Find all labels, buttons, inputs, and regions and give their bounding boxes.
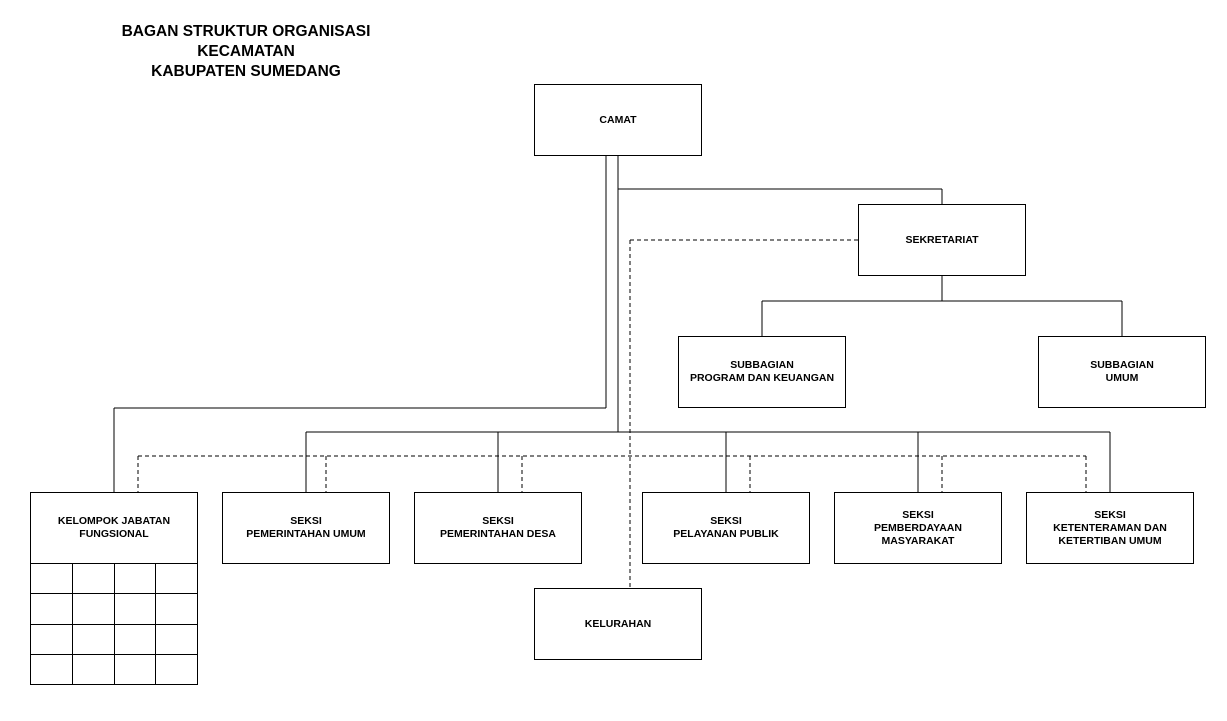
kelurahan-label: KELURAHAN — [584, 617, 652, 630]
chart-title: BAGAN STRUKTUR ORGANISASI KECAMATAN KABU… — [100, 22, 392, 82]
grid-cell — [156, 654, 198, 685]
grid-cell — [156, 564, 198, 595]
solid-command-lines — [113, 156, 1123, 492]
grid-cell — [114, 564, 157, 595]
grid-cell — [72, 624, 115, 655]
grid-cell — [31, 654, 73, 685]
seksi-pemerintahan-umum-box: SEKSI PEMERINTAHAN UMUM — [222, 492, 390, 564]
fungsional-grid — [30, 563, 198, 685]
grid-cell — [156, 624, 198, 655]
title-line-3: KABUPATEN SUMEDANG — [151, 63, 341, 80]
camat-box: CAMAT — [534, 84, 702, 156]
grid-cell — [114, 594, 157, 625]
grid-cell — [114, 624, 157, 655]
seksi-ketenteraman-label: SEKSI KETENTERAMAN DAN KETERTIBAN UMUM — [1053, 508, 1167, 547]
grid-cell — [72, 564, 115, 595]
grid-cell — [31, 624, 73, 655]
dashed-coordination-lines — [137, 239, 1087, 588]
seksi-pemerintahan-umum-label: SEKSI PEMERINTAHAN UMUM — [246, 515, 366, 540]
kelompok-jabatan-label: KELOMPOK JABATAN FUNGSIONAL — [57, 515, 171, 540]
grid-cell — [72, 594, 115, 625]
kelurahan-box: KELURAHAN — [534, 588, 702, 660]
sekretariat-box: SEKRETARIAT — [858, 204, 1026, 276]
subbagian-umum-label: SUBBAGIAN UMUM — [1090, 359, 1154, 384]
title-line-2: KECAMATAN — [197, 43, 295, 60]
seksi-pelayanan-publik-label: SEKSI PELAYANAN PUBLIK — [673, 515, 779, 540]
seksi-pemberdayaan-box: SEKSI PEMBERDAYAAN MASYARAKAT — [834, 492, 1002, 564]
grid-cell — [31, 564, 73, 595]
sekretariat-label: SEKRETARIAT — [905, 233, 979, 246]
grid-cell — [114, 654, 157, 685]
grid-cell — [31, 594, 73, 625]
camat-label: CAMAT — [599, 113, 637, 126]
seksi-pemerintahan-desa-box: SEKSI PEMERINTAHAN DESA — [414, 492, 582, 564]
seksi-ketenteraman-box: SEKSI KETENTERAMAN DAN KETERTIBAN UMUM — [1026, 492, 1194, 564]
seksi-pemberdayaan-label: SEKSI PEMBERDAYAAN MASYARAKAT — [874, 508, 962, 547]
subbagian-program-label: SUBBAGIAN PROGRAM DAN KEUANGAN — [689, 359, 835, 384]
subbagian-umum-box: SUBBAGIAN UMUM — [1038, 336, 1206, 408]
subbagian-program-box: SUBBAGIAN PROGRAM DAN KEUANGAN — [678, 336, 846, 408]
title-line-1: BAGAN STRUKTUR ORGANISASI — [121, 23, 371, 40]
kelompok-jabatan-box: KELOMPOK JABATAN FUNGSIONAL — [30, 492, 198, 564]
seksi-pemerintahan-desa-label: SEKSI PEMERINTAHAN DESA — [440, 515, 556, 540]
grid-cell — [72, 654, 115, 685]
seksi-pelayanan-publik-box: SEKSI PELAYANAN PUBLIK — [642, 492, 810, 564]
grid-cell — [156, 594, 198, 625]
